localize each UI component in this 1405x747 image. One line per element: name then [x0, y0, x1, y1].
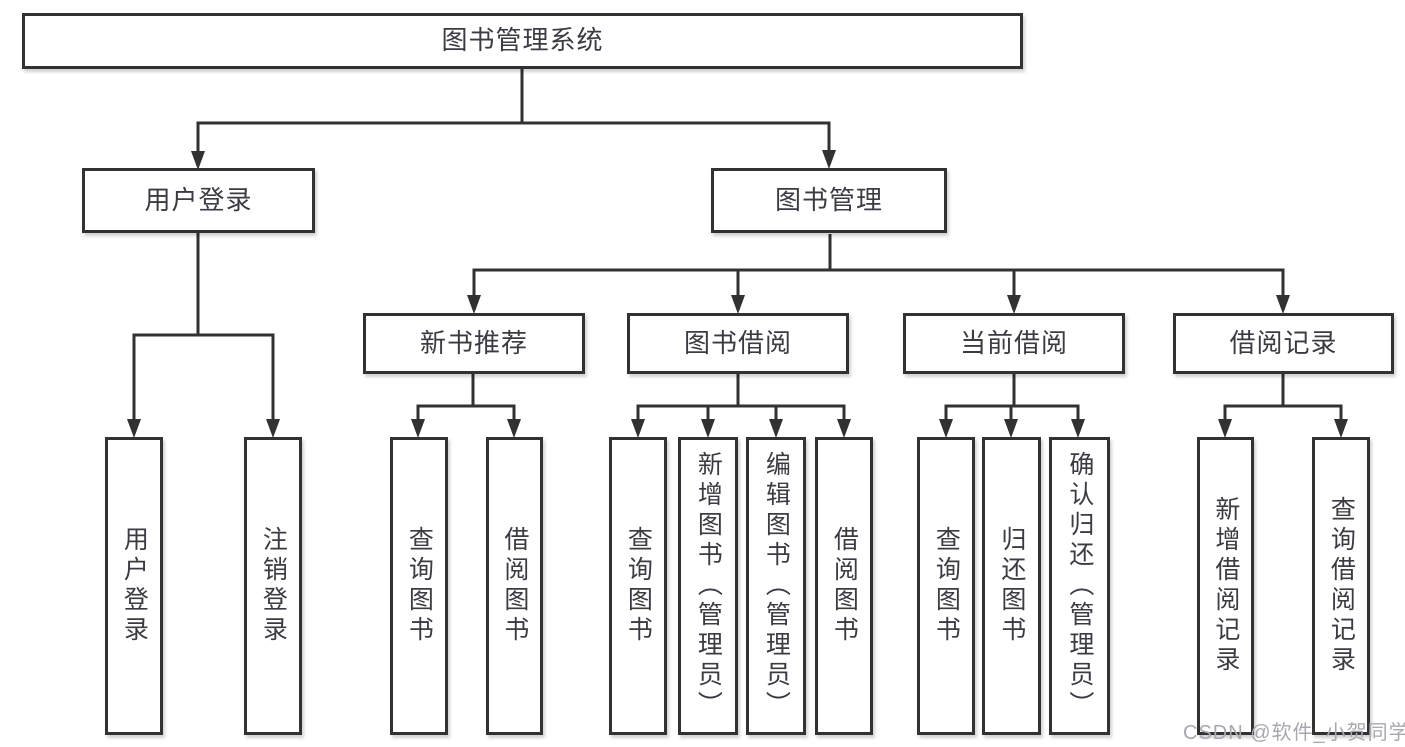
leaf-add-book-admin: 新增图书（管理员）	[678, 437, 738, 735]
leaf-return-book: 归还图书	[982, 437, 1041, 735]
node-book-management: 图书管理	[711, 168, 947, 233]
leaf-edit-book-admin: 编辑图书（管理员）	[746, 437, 806, 735]
node-borrow-records: 借阅记录	[1173, 313, 1394, 374]
leaf-borrow-books: 借阅图书	[815, 437, 873, 735]
leaf-confirm-return-admin: 确认归还（管理员）	[1049, 437, 1110, 735]
arrowheads	[127, 150, 1348, 438]
node-book-borrow: 图书借阅	[627, 313, 849, 374]
leaf-query-borrow-record: 查询借阅记录	[1312, 437, 1370, 735]
node-user-login: 用户登录	[82, 168, 315, 233]
leaf-logout: 注销登录	[244, 437, 302, 735]
leaf-borrow-books-recommend: 借阅图书	[486, 437, 543, 735]
node-root: 图书管理系统	[22, 13, 1023, 69]
connectors	[132, 69, 1343, 420]
leaf-query-books-current: 查询图书	[917, 437, 975, 735]
leaf-query-books-borrow: 查询图书	[609, 437, 667, 735]
leaf-add-borrow-record: 新增借阅记录	[1197, 437, 1254, 735]
node-current-borrow: 当前借阅	[903, 313, 1125, 374]
node-new-book-recommend: 新书推荐	[363, 313, 585, 374]
leaf-user-login: 用户登录	[105, 437, 163, 735]
leaf-query-books-recommend: 查询图书	[390, 437, 448, 735]
watermark: CSDN @软件_小贺同学	[1183, 722, 1405, 744]
